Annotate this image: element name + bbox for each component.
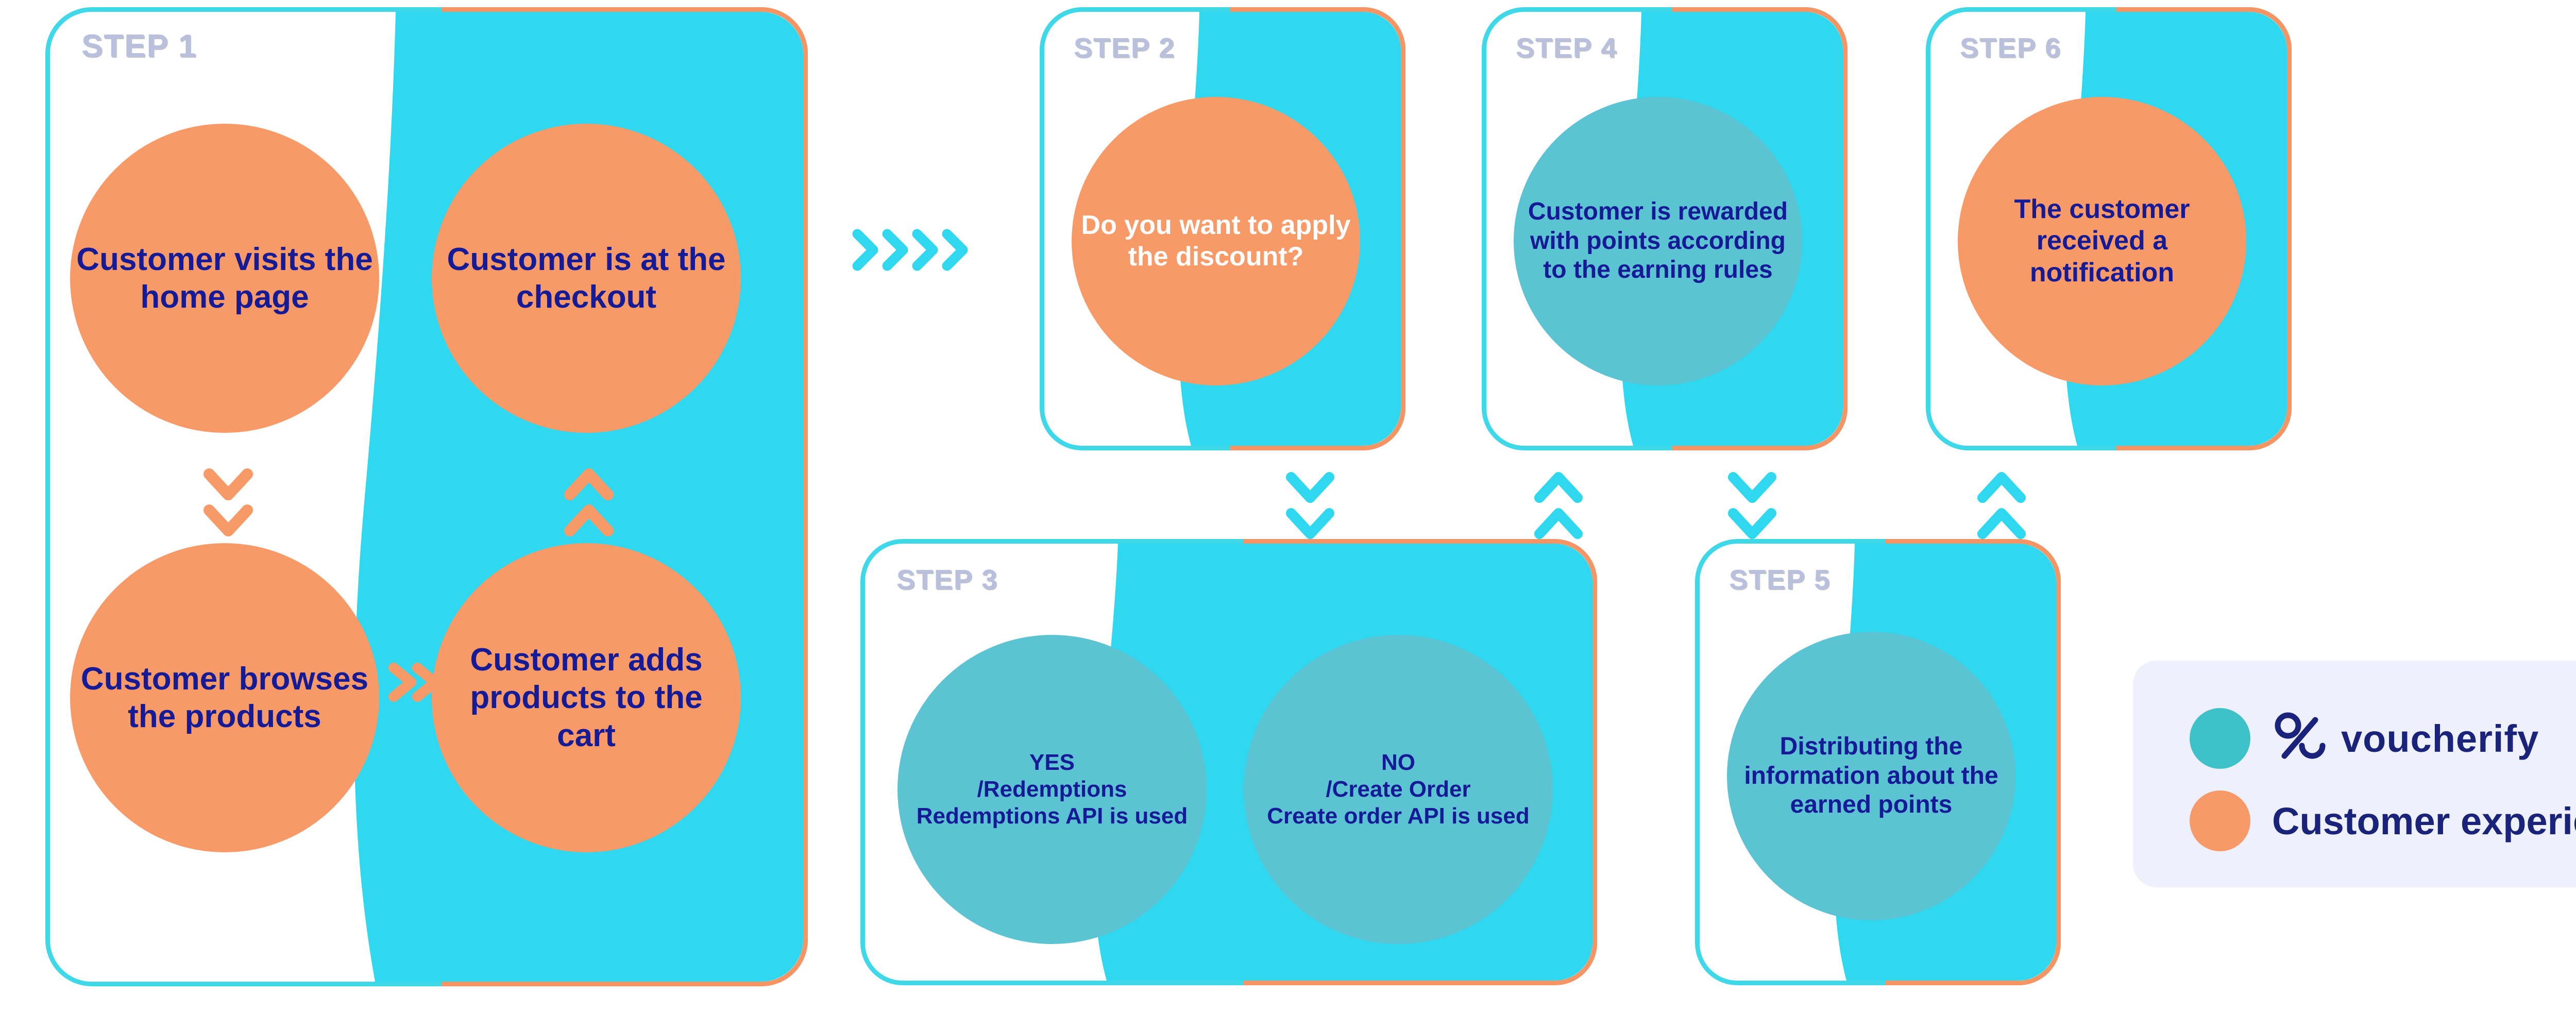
bubble-line-2: /Create Order — [1326, 777, 1471, 802]
step-4-label: STEP 4 — [1516, 32, 1618, 63]
bubble-text: Customer adds products to the cart — [470, 642, 703, 753]
step-1-label: STEP 1 — [81, 28, 197, 64]
bubble-customer-rewarded-points: Customer is rewarded with points accordi… — [1514, 97, 1802, 385]
bubble-line-1: NO — [1381, 750, 1415, 776]
bubble-yes-redemptions: YES /Redemptions Redemptions API is used — [897, 635, 1207, 944]
percent-smile-icon — [2272, 710, 2328, 768]
step-5-label: STEP 5 — [1729, 564, 1831, 595]
bubble-apply-discount-question: Do you want to apply the discount? — [1072, 97, 1360, 385]
bubble-distributing-earned-points-info: Distributing the information about the e… — [1727, 632, 2015, 920]
chevron-double-down-icon — [200, 461, 257, 543]
legend-color-swatch-customer-experience — [2190, 790, 2250, 851]
chevron-double-down-icon — [1724, 464, 1781, 546]
step-6-label: STEP 6 — [1960, 32, 2062, 63]
bubble-text: Customer browses the products — [80, 661, 369, 734]
bubble-line-1: YES — [1029, 750, 1075, 776]
bubble-line-3: Redemptions API is used — [916, 803, 1188, 829]
bubble-no-create-order: NO /Create Order Create order API is use… — [1244, 635, 1553, 944]
bubble-customer-browses-products: Customer browses the products — [70, 543, 379, 852]
step-4-card: STEP 4 Customer is rewarded with points … — [1482, 7, 1848, 450]
chevron-double-up-icon — [1530, 464, 1587, 546]
bubble-text: Customer is at the checkout — [447, 241, 726, 315]
bubble-customer-adds-products-to-cart: Customer adds products to the cart — [432, 543, 741, 852]
legend-item-voucherify: voucherify — [2190, 708, 2539, 769]
chevron-double-up-icon — [1973, 464, 2030, 546]
bubble-customer-at-checkout: Customer is at the checkout — [432, 124, 741, 433]
step-2-label: STEP 2 — [1074, 32, 1176, 63]
legend-panel: voucherify Customer experience — [2133, 661, 2576, 887]
bubble-customer-visits-home-page: Customer visits the home page — [70, 124, 379, 433]
legend-color-swatch-voucherify — [2190, 708, 2250, 769]
step-1-card: STEP 1 Customer visits the home page Cus… — [45, 7, 808, 986]
bubble-line-3: Create order API is used — [1267, 803, 1530, 829]
step-6-card: STEP 6 The customer received a notificat… — [1926, 7, 2292, 450]
bubble-customer-received-notification: The customer received a notification — [1958, 97, 2246, 385]
bubble-line-2: /Redemptions — [977, 777, 1127, 802]
step-3-card: STEP 3 YES /Redemptions Redemptions API … — [860, 539, 1597, 985]
step-2-card: STEP 2 Do you want to apply the discount… — [1040, 7, 1405, 450]
bubble-text: The customer received a notification — [2014, 194, 2190, 288]
bubble-text: Distributing the information about the e… — [1744, 733, 1998, 819]
bubble-text: Customer visits the home page — [76, 241, 373, 315]
bubble-text: Do you want to apply the discount? — [1081, 210, 1351, 272]
chevron-double-down-icon — [1282, 464, 1338, 546]
legend-item-customer-experience: Customer experience — [2190, 790, 2576, 851]
voucherify-wordmark: voucherify — [2341, 717, 2539, 760]
bubble-text: Customer is rewarded with points accordi… — [1528, 198, 1788, 284]
step-5-card: STEP 5 Distributing the information abou… — [1695, 539, 2061, 985]
voucherify-logo: voucherify — [2272, 710, 2539, 768]
chevron-quad-right-icon — [849, 222, 978, 278]
chevron-double-right-icon — [384, 658, 446, 707]
step-3-label: STEP 3 — [896, 564, 998, 595]
chevron-double-up-icon — [561, 461, 617, 543]
legend-label-customer-experience: Customer experience — [2272, 799, 2576, 843]
